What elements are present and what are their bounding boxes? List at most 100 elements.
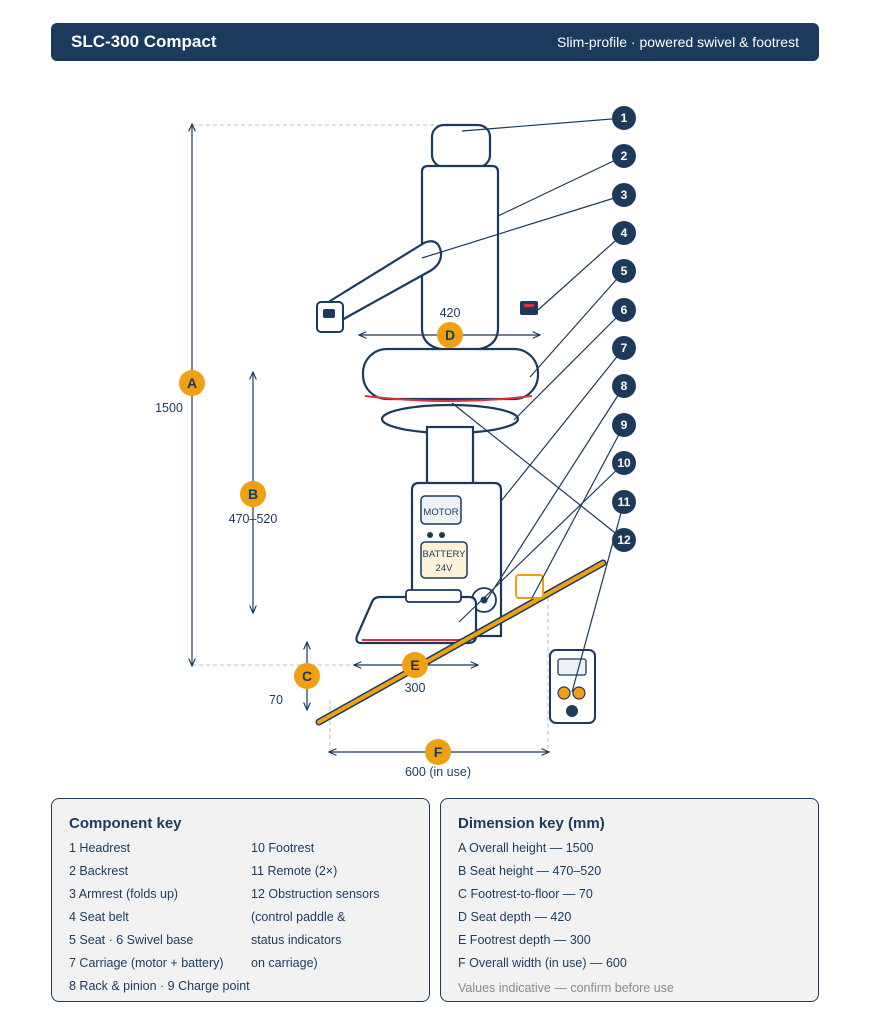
svg-text:A: A xyxy=(187,375,197,391)
callout-8: 8 xyxy=(612,374,636,398)
svg-text:4: 4 xyxy=(621,226,628,240)
battery-voltage: 24V xyxy=(436,563,454,574)
footrest-hinge xyxy=(405,589,462,603)
backrest xyxy=(420,164,500,352)
dim-d-badge: D xyxy=(437,322,463,348)
svg-text:6: 6 xyxy=(621,303,628,317)
dimension-key-note: Values indicative — confirm before use xyxy=(458,981,674,995)
svg-text:8: 8 xyxy=(621,379,628,393)
dimension-key-panel: Dimension key (mm) A Overall height — 15… xyxy=(440,798,819,1002)
callout-1: 1 xyxy=(612,106,636,130)
status-indicator-2 xyxy=(439,532,445,538)
callout-7: 7 xyxy=(612,336,636,360)
callout-12: 12 xyxy=(612,528,636,552)
rail-inner xyxy=(317,561,605,724)
leader-lines xyxy=(421,117,625,693)
dimension-key-item: C Footrest-to-floor — 70 xyxy=(458,887,593,901)
title-bar: SLC-300 Compact Slim-profile · powered s… xyxy=(51,23,819,61)
dim-f-badge: F xyxy=(425,739,451,765)
svg-text:12: 12 xyxy=(617,533,631,547)
remote-button-3 xyxy=(566,705,578,717)
component-key-item: 11 Remote (2×) xyxy=(251,864,338,878)
svg-text:3: 3 xyxy=(621,188,628,202)
svg-text:11: 11 xyxy=(618,495,631,509)
component-key-item: 2 Backrest xyxy=(69,864,129,878)
leader-12 xyxy=(451,402,625,541)
seat xyxy=(361,347,540,401)
component-key-item: status indicators xyxy=(251,933,342,947)
page-title: SLC-300 Compact xyxy=(71,32,217,51)
callout-9: 9 xyxy=(612,413,636,437)
dim-a-badge: A xyxy=(179,370,205,396)
callout-5: 5 xyxy=(612,259,636,283)
svg-text:2: 2 xyxy=(621,149,628,163)
seat-belt xyxy=(520,301,538,315)
dimension-key-item: F Overall width (in use) — 600 xyxy=(458,956,627,970)
seat-sensor-strip xyxy=(364,395,533,402)
leader-1 xyxy=(461,117,625,132)
stairlift-diagram: MOTOR BATTERY 24V 1 2 3 4 5 6 7 8 9 10 xyxy=(155,106,636,779)
dimension-key-item: E Footrest depth — 300 xyxy=(458,933,591,947)
remote-button-1 xyxy=(557,686,571,700)
page-subtitle: Slim-profile · powered swivel & footrest xyxy=(557,34,799,50)
svg-text:7: 7 xyxy=(621,341,628,355)
callout-11: 11 xyxy=(612,490,636,514)
leader-6 xyxy=(513,309,625,421)
leader-4 xyxy=(537,232,625,311)
component-key-item: 10 Footrest xyxy=(251,841,315,855)
component-key-item: 3 Armrest (folds up) xyxy=(69,887,179,901)
component-key-item: (control paddle & xyxy=(251,910,346,924)
leader-11 xyxy=(571,501,625,693)
dim-e-badge: E xyxy=(402,652,428,678)
component-key-item: 1 Headrest xyxy=(69,841,131,855)
component-key-item: 5 Seat · 6 Swivel base xyxy=(69,933,194,947)
component-key-panel: Component key 1 Headrest 2 Backrest 3 Ar… xyxy=(51,798,430,1002)
headrest xyxy=(430,123,492,169)
battery-box xyxy=(420,541,468,579)
svg-text:C: C xyxy=(302,668,312,684)
svg-text:10: 10 xyxy=(617,456,631,470)
pinion-gear-center xyxy=(480,596,488,604)
svg-text:5: 5 xyxy=(621,264,628,278)
dimension-key-item: D Seat depth — 420 xyxy=(458,910,572,924)
dim-b-value: 470–520 xyxy=(229,512,278,526)
status-indicator-1 xyxy=(427,532,433,538)
svg-text:B: B xyxy=(248,486,258,502)
callout-10: 10 xyxy=(612,451,636,475)
callout-3: 3 xyxy=(612,183,636,207)
seat-belt-indicator xyxy=(524,304,534,307)
remote-button-2 xyxy=(572,686,586,700)
svg-text:D: D xyxy=(445,327,455,343)
dim-b-badge: B xyxy=(240,481,266,507)
callout-4: 4 xyxy=(612,221,636,245)
control-paddle-button xyxy=(323,309,335,318)
dim-f-value: 600 (in use) xyxy=(405,765,471,779)
remote-screen xyxy=(557,658,587,676)
component-key-item: 8 Rack & pinion · 9 Charge point xyxy=(69,979,250,993)
svg-text:F: F xyxy=(434,744,443,760)
leader-9 xyxy=(531,424,625,599)
leader-2 xyxy=(497,155,625,217)
footrest xyxy=(355,595,478,645)
dim-d-value: 420 xyxy=(440,306,461,320)
component-key-item: 7 Carriage (motor + battery) xyxy=(69,956,224,970)
component-key-title: Component key xyxy=(69,815,182,832)
leader-3 xyxy=(421,194,625,259)
column xyxy=(425,425,475,487)
battery-label: BATTERY xyxy=(423,549,467,560)
dimension-key-item: B Seat height — 470–520 xyxy=(458,864,602,878)
svg-text:E: E xyxy=(410,657,419,673)
motor-label: MOTOR xyxy=(423,507,458,518)
dim-c-badge: C xyxy=(294,663,320,689)
dimension-key-item: A Overall height — 1500 xyxy=(458,841,594,855)
svg-text:1: 1 xyxy=(621,111,628,125)
leader-10 xyxy=(458,462,625,623)
charge-point xyxy=(515,574,544,599)
dim-c-value: 70 xyxy=(269,693,283,707)
leader-7 xyxy=(501,347,625,501)
svg-text:9: 9 xyxy=(621,418,628,432)
dim-e-value: 300 xyxy=(405,681,426,695)
callout-2: 2 xyxy=(612,144,636,168)
leader-8 xyxy=(485,385,625,602)
callout-6: 6 xyxy=(612,298,636,322)
